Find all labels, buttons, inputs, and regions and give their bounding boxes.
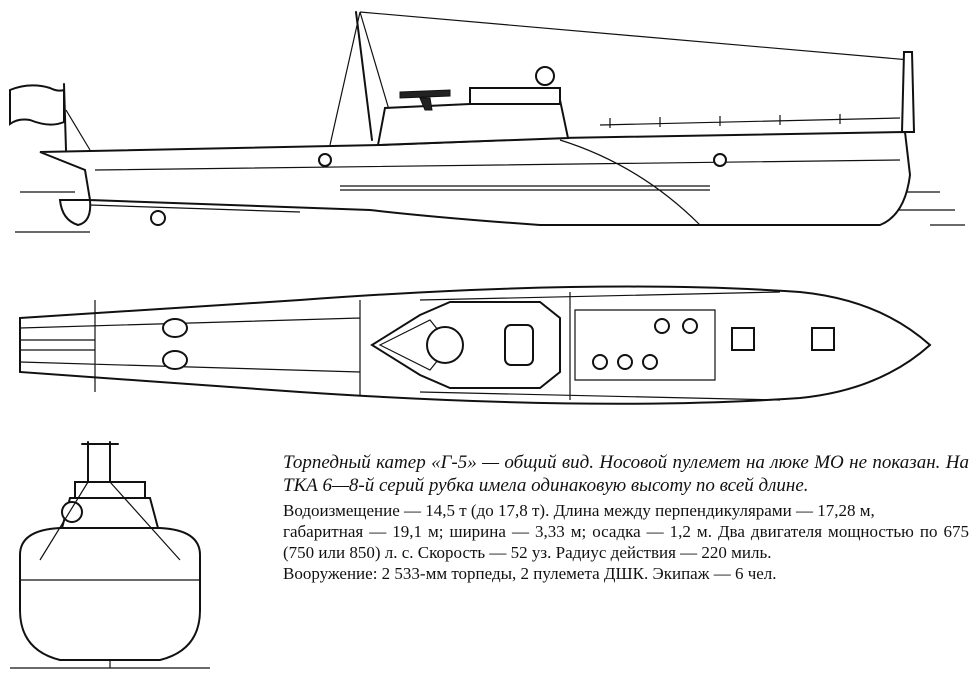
rigging-lines (65, 11, 911, 151)
machine-gun-icon (399, 89, 451, 111)
turret-base (469, 87, 561, 105)
caption: Торпедный катер «Г-5» — общий вид. Носов… (283, 451, 969, 584)
spec-line-armament: Вооружение: 2 533-мм торпеды, 2 пулемета… (283, 564, 777, 583)
hatch-icon (162, 350, 188, 370)
spec-line-dimensions: габаритная — 19,1 м; ширина — 3,33 м; ос… (283, 522, 969, 562)
caption-title: Торпедный катер «Г-5» — общий вид. Носов… (283, 452, 969, 496)
hull-front-lines (10, 579, 210, 669)
flag-icon (9, 84, 65, 126)
caption-specs: Водоизмещение — 14,5 т (до 17,8 т). Длин… (283, 500, 969, 584)
vent-icon (642, 354, 658, 370)
hatch-icon (504, 324, 534, 366)
searchlight-icon (535, 66, 555, 86)
front-view-drawing (10, 441, 210, 669)
vent-icon (592, 354, 608, 370)
vent-icon (654, 318, 670, 334)
torpedo-tube-end (900, 51, 916, 133)
turret-front (74, 481, 146, 499)
forward-hatch-icon (731, 327, 755, 351)
hull-side (39, 130, 912, 226)
mast (355, 11, 373, 141)
wheelhouse-side (376, 98, 570, 147)
flagstaff (63, 83, 67, 151)
rigging-front (39, 481, 181, 561)
propeller-icon (150, 210, 166, 226)
porthole-icon (318, 153, 332, 167)
propeller-shaft (89, 204, 301, 213)
rudder-icon (58, 199, 92, 227)
spec-line-displacement: Водоизмещение — 14,5 т (до 17,8 т). Длин… (283, 501, 875, 520)
hatch-icon (162, 318, 188, 338)
vent-icon (682, 318, 698, 334)
porthole-icon (713, 153, 727, 167)
water-line (15, 191, 965, 233)
cockpit-top (370, 301, 561, 389)
vent-icon (617, 354, 633, 370)
stern-lines (20, 339, 95, 351)
top-view-drawing (19, 285, 932, 405)
deck-rails (599, 114, 901, 128)
hull-front (19, 527, 201, 661)
forward-hatch-icon (811, 327, 835, 351)
hull-detail-lines (94, 139, 901, 226)
side-view-drawing (9, 11, 965, 233)
deck-lines (19, 291, 781, 401)
turret-ring-icon (426, 326, 464, 364)
